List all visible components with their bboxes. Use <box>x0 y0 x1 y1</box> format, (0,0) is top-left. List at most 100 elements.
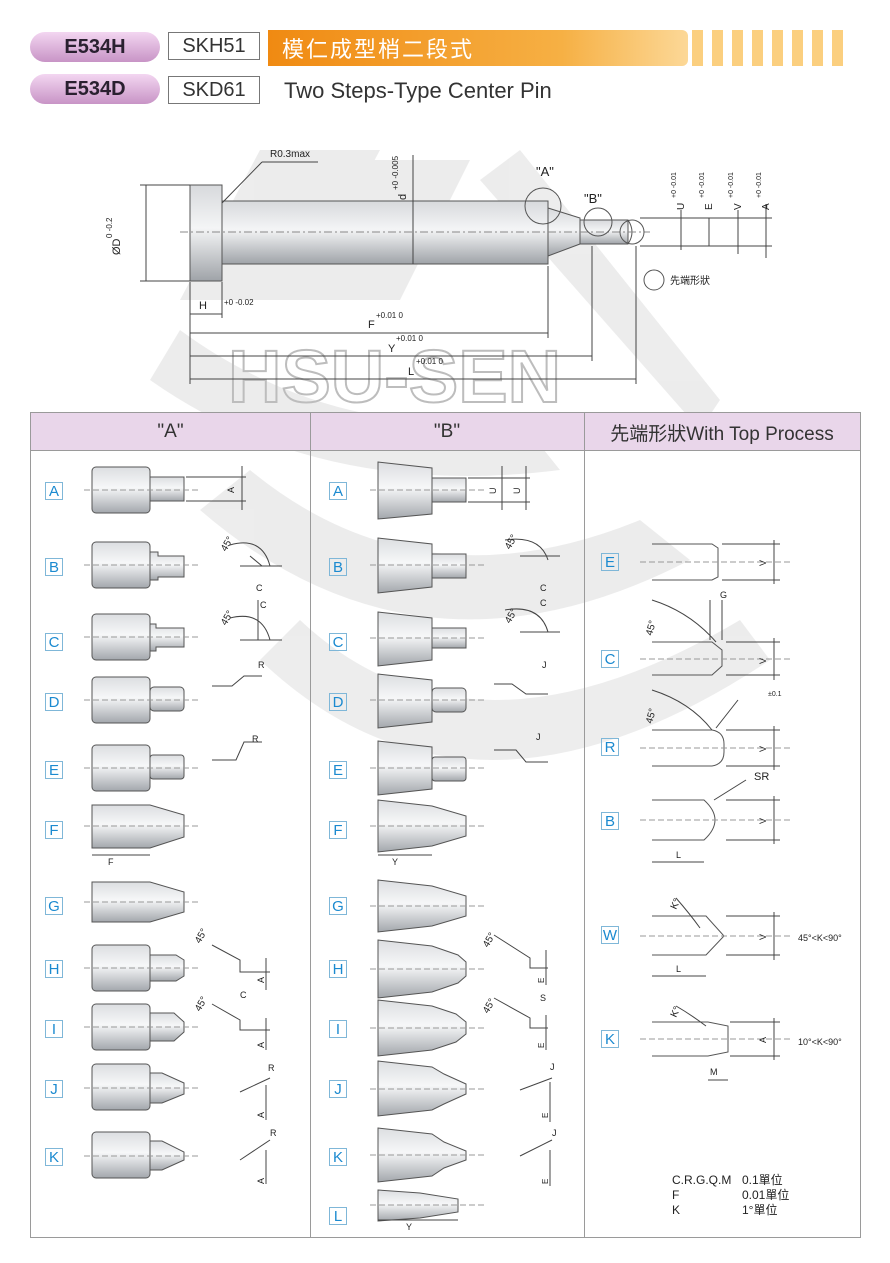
row-b-label: G <box>329 897 347 915</box>
title-cn: 模仁成型梢二段式 <box>282 38 475 63</box>
anno-Y: Y <box>392 857 398 867</box>
note-key: C.R.G.Q.M <box>672 1173 732 1187</box>
row-b-label: B <box>329 558 347 576</box>
dim-H: H <box>199 300 207 312</box>
anno-A: A <box>226 487 236 493</box>
code-text: E534H <box>64 35 126 58</box>
anno-V: V <box>758 746 768 752</box>
anno-V: V <box>758 818 768 824</box>
anno-angle: 45° <box>503 533 520 552</box>
tip-shape-label: 先端形狀 <box>670 274 710 287</box>
anno-M: M <box>710 1067 718 1077</box>
note-value: 0.01單位 <box>742 1188 790 1202</box>
material-skd61: SKD61 <box>168 76 260 104</box>
tol-d: +0 -0.005 <box>391 155 400 190</box>
row-b-label: F <box>329 821 347 839</box>
title-stripe <box>812 30 823 66</box>
anno-R: R <box>258 660 265 670</box>
dim-Y: Y <box>388 343 396 355</box>
anno-C: C <box>260 600 267 610</box>
anno-F: F <box>108 857 114 867</box>
column-divider <box>584 413 585 1237</box>
anno-angle: 45° <box>644 619 659 636</box>
row-a-label: B <box>45 558 63 576</box>
row-b-label: K <box>329 1148 347 1166</box>
row-b-label: J <box>329 1080 347 1098</box>
material-skh51: SKH51 <box>168 32 260 60</box>
anno-E: E <box>541 1113 550 1118</box>
callout-b: "B" <box>584 191 602 206</box>
callout-tip-circle <box>619 219 645 245</box>
radius-note: R0.3max <box>270 149 310 160</box>
k-angle-range: 10°<K<90° <box>798 1037 842 1047</box>
watermark-text: HSU-SEN <box>228 335 561 418</box>
dim-A: A <box>761 203 772 210</box>
anno-A: A <box>256 977 266 983</box>
anno-L: L <box>676 964 681 974</box>
tol-D: 0 -0.2 <box>105 217 114 238</box>
anno-R: R <box>270 1128 277 1138</box>
row-b-label: I <box>329 1020 347 1038</box>
col-a-pins <box>91 466 185 1179</box>
dim-d: d <box>397 194 409 200</box>
w-angle-range: 45°<K<90° <box>798 933 842 943</box>
anno-C: C <box>240 990 247 1000</box>
row-a-label: F <box>45 821 63 839</box>
title-en: Two Steps-Type Center Pin <box>284 78 552 103</box>
title-stripe <box>712 30 723 66</box>
center-lines <box>84 489 790 1206</box>
anno-V: V <box>758 934 768 940</box>
callout-a: "A" <box>536 164 554 179</box>
material-text: SKH51 <box>182 34 246 57</box>
anno-K: K° <box>669 897 683 911</box>
row-b-label: E <box>329 761 347 779</box>
row-tip-label: E <box>601 553 619 571</box>
anno-E: E <box>537 978 546 983</box>
anno-E: E <box>541 1179 550 1184</box>
anno-V: V <box>758 658 768 664</box>
dim-V: V <box>733 203 744 210</box>
anno-V: V <box>758 560 768 566</box>
code-text: E534D <box>64 77 126 100</box>
anno-Y: Y <box>406 1222 412 1232</box>
dim-U: U <box>676 203 687 210</box>
row-tip-label: B <box>601 812 619 830</box>
anno-J: J <box>542 660 547 670</box>
anno-A: A <box>758 1037 768 1043</box>
anno-E: E <box>537 1043 546 1048</box>
spec-table: "A" "B" 先端形狀With Top Process <box>30 412 861 1238</box>
anno-O-tol: ±0.1 <box>768 691 782 698</box>
anno-R: R <box>268 1063 275 1073</box>
anno-L: L <box>676 850 681 860</box>
header-col-b: "B" <box>433 421 461 442</box>
tol-U: +0 -0.01 <box>671 172 678 198</box>
tip-legend-circle <box>643 269 665 291</box>
material-text: SKD61 <box>182 78 246 101</box>
row-tip-label: W <box>601 926 619 944</box>
anno-K: K° <box>669 1005 683 1019</box>
anno-J: J <box>552 1128 557 1138</box>
title-stripe <box>772 30 783 66</box>
note-key: F <box>672 1188 680 1202</box>
title-bar: 模仁成型梢二段式 <box>268 30 688 66</box>
title-stripe <box>732 30 743 66</box>
pin-drawing: R0.3max ØD 0 -0.2 d +0 -0.005 H +0 -0.02… <box>105 149 772 384</box>
anno-S: S <box>540 993 546 1003</box>
row-b-label: A <box>329 482 347 500</box>
title-stripe <box>752 30 763 66</box>
anno-A: A <box>256 1042 266 1048</box>
anno-angle: 45° <box>219 535 236 554</box>
column-divider <box>310 413 311 1237</box>
row-a-label: E <box>45 761 63 779</box>
tol-L: +0.01 0 <box>416 357 443 366</box>
anno-U: U <box>488 488 498 495</box>
anno-angle: 45° <box>481 997 498 1016</box>
anno-U: U <box>512 488 522 495</box>
row-tip-label: C <box>601 650 619 668</box>
callout-b-circle <box>583 207 613 237</box>
title-stripe <box>692 30 703 66</box>
anno-angle: 45° <box>219 609 236 628</box>
col-c-tips <box>652 543 729 1057</box>
header-col-tip: 先端形狀With Top Process <box>610 423 834 445</box>
anno-angle: 45° <box>481 931 498 950</box>
